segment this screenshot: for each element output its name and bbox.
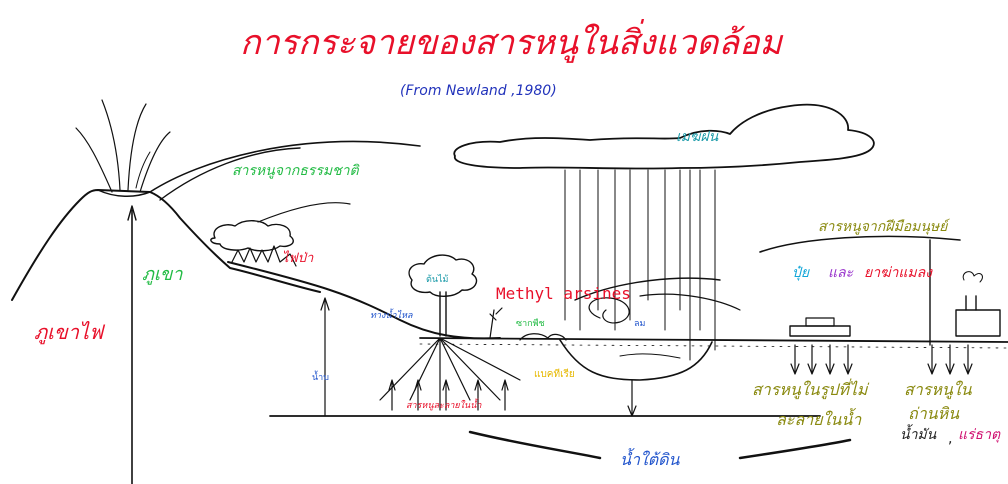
lake	[559, 339, 713, 381]
small-cloud	[210, 220, 294, 252]
arsenic-in-label: สารหนูใน	[904, 380, 972, 399]
cloud-label: เมฆฝน	[676, 129, 719, 145]
tree-trunk	[439, 291, 447, 337]
groundwater-arc-left	[468, 430, 602, 460]
ash-arc	[149, 140, 421, 193]
grass	[231, 245, 297, 267]
plant-debris	[519, 333, 567, 341]
bacteria-label: แบคทีเรีย	[534, 369, 575, 380]
natural-arsenic-label: สารหนูจากธรรมชาติ	[232, 163, 359, 179]
page-title: การกระจายของสารหนูในสิ่งแวดล้อม	[240, 23, 782, 63]
and-label: และ	[828, 265, 854, 281]
volcano-plume	[101, 99, 121, 191]
insoluble-arsenic-line2: ละลายในน้ำ	[776, 410, 862, 429]
groundwater-arc-right	[738, 438, 852, 460]
leaching-arrows	[627, 344, 973, 417]
pesticide-label: ยาฆ่าแมลง	[864, 265, 932, 281]
insoluble-arsenic-line1: สารหนูในรูปที่ไม่	[752, 380, 868, 399]
human-arc	[759, 235, 961, 253]
uptake-arrows	[320, 297, 509, 417]
tree-crown	[408, 254, 478, 297]
oil-label: น้ำมัน	[900, 427, 937, 443]
factory	[955, 309, 1001, 337]
groundwater-label: น้ำใต้ดิน	[620, 450, 680, 469]
volcano-crater	[97, 189, 151, 197]
tree-label: ต้นไม้	[426, 275, 449, 285]
rain-cloud	[453, 103, 875, 170]
wind-label: ลม	[634, 319, 646, 329]
wind-swirl	[588, 297, 630, 324]
ground-surface	[419, 337, 1008, 343]
human-arsenic-label: สารหนูจากฝีมือมนุษย์	[818, 219, 948, 235]
mountain-label: ภูเขา	[142, 264, 183, 285]
coal-label: ถ่านหิน	[908, 404, 960, 423]
volcano-label: ภูเขาไฟ	[34, 320, 104, 344]
dissolved-arsenic-label: สารหนูละลายในน้ำ	[406, 401, 482, 411]
plant-remains-label: ซากพืช	[516, 319, 545, 329]
rain-lines	[564, 169, 716, 361]
tree-roots	[379, 337, 521, 411]
runoff-label: ทางน้ำไหล	[370, 311, 413, 321]
comma-separator: ,	[948, 431, 953, 447]
source-citation: (From Newland ,1980)	[400, 83, 557, 99]
fertilizer-label: ปุ๋ย	[792, 265, 810, 281]
forest-fire-label: ไฟป่า	[282, 251, 314, 266]
methyl-arsines-label: Methyl arsines	[496, 284, 631, 303]
water-up-label: น้ำบ	[312, 373, 329, 383]
farm-equipment	[789, 325, 851, 337]
ore-label: แร่ธาตุ	[958, 427, 1001, 443]
